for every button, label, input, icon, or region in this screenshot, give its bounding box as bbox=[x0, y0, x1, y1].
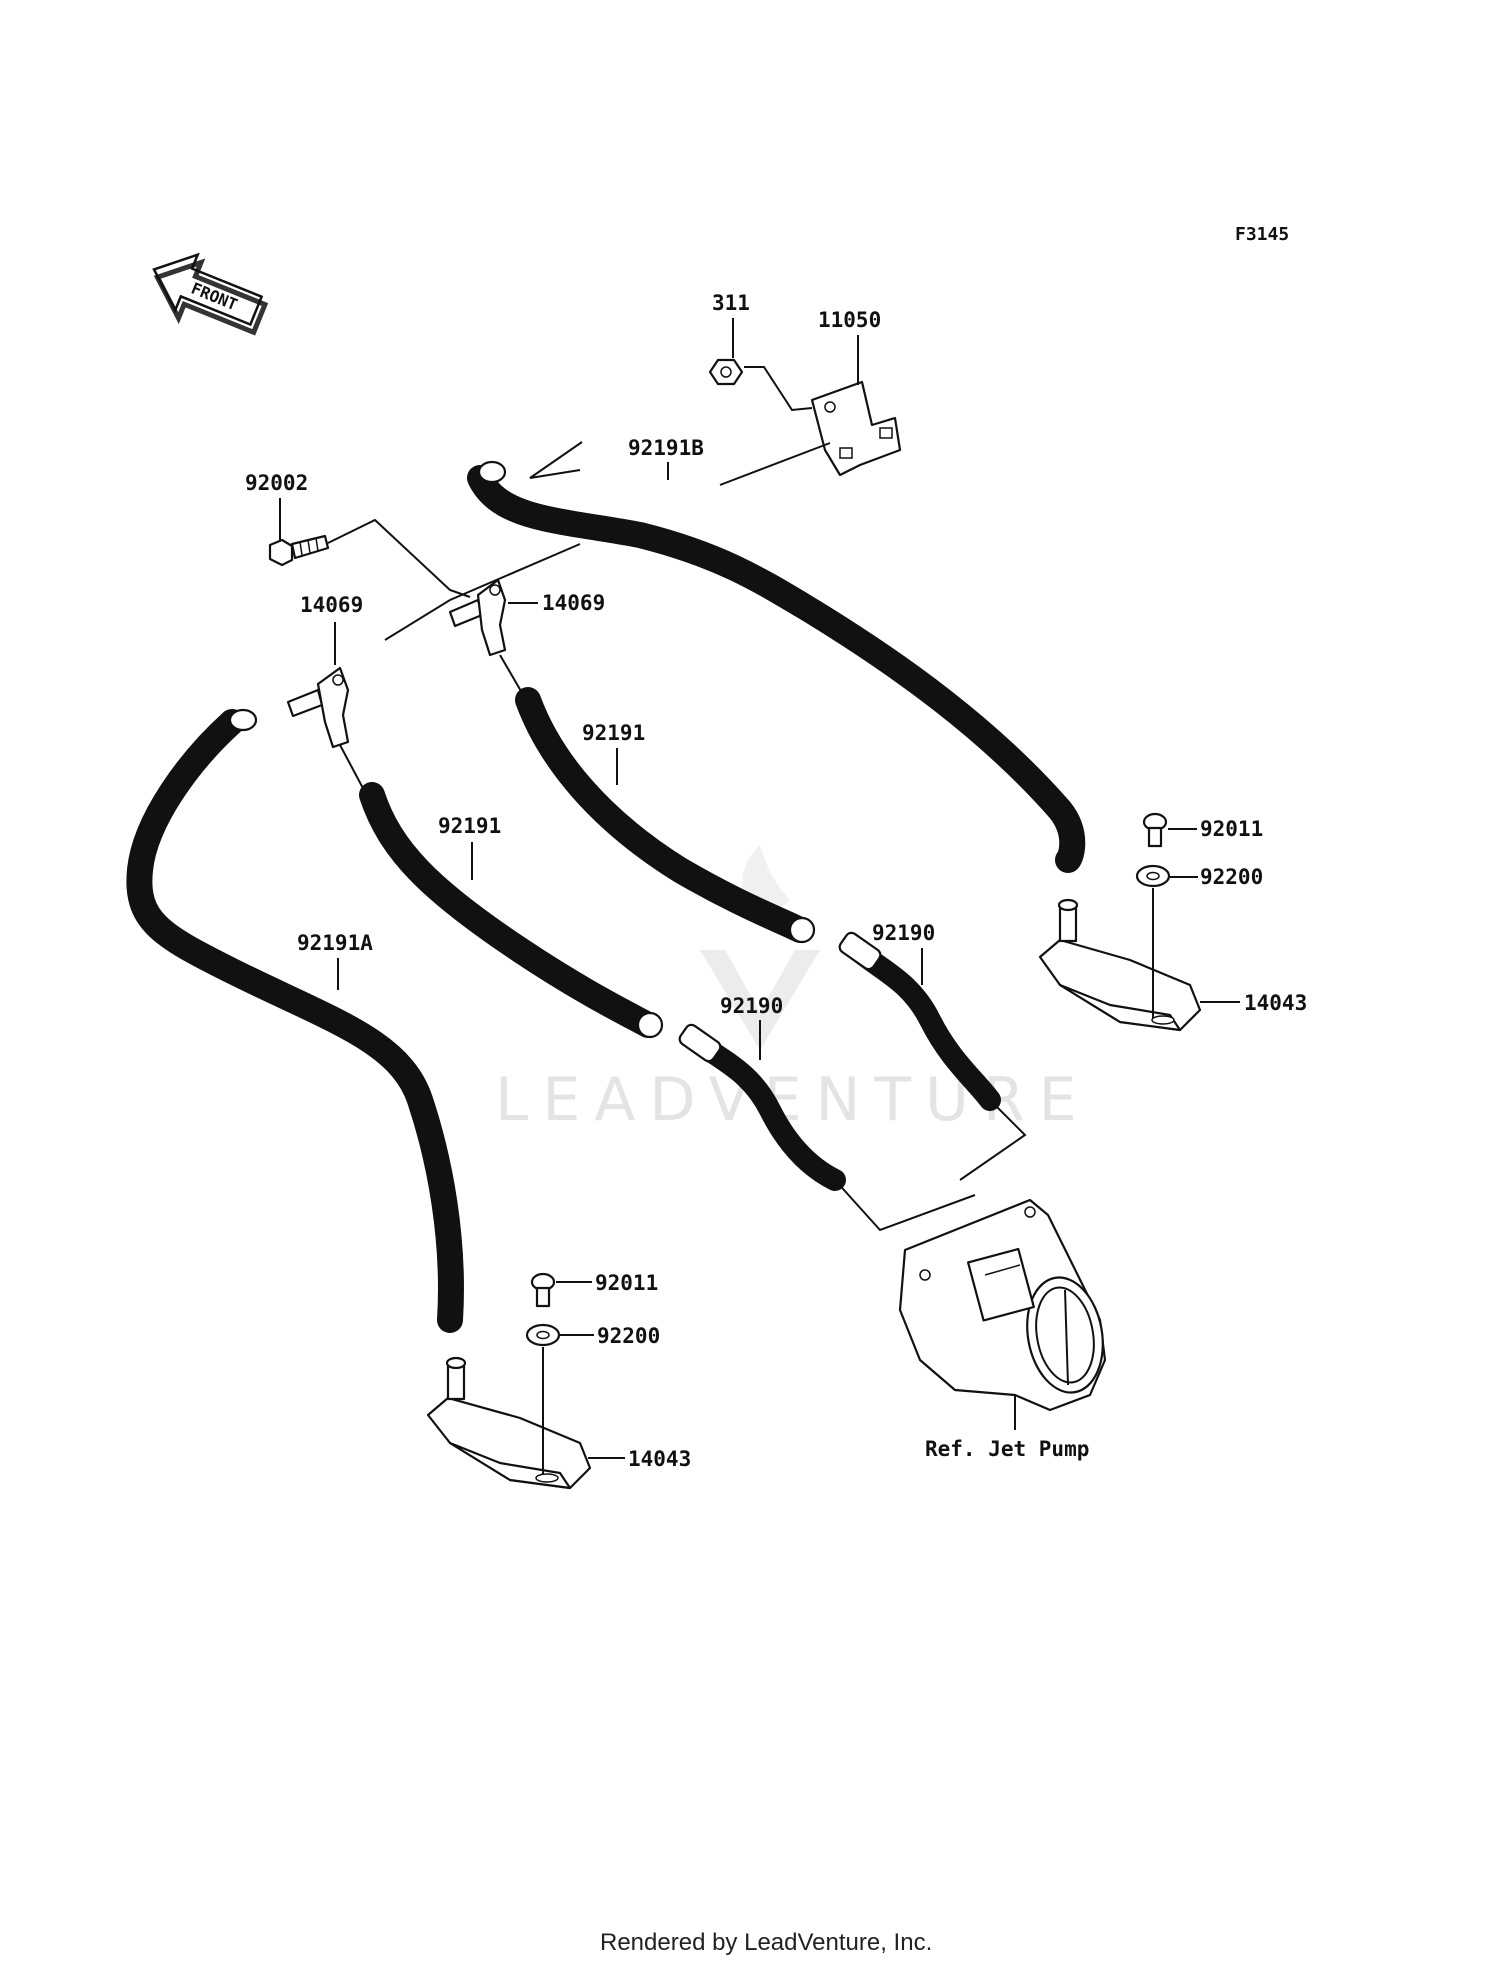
label-92191-upper: 92191 bbox=[582, 721, 645, 745]
fitting-14069-right-icon bbox=[448, 578, 507, 657]
label-92191-lower: 92191 bbox=[438, 814, 501, 838]
label-14069-right: 14069 bbox=[542, 591, 605, 615]
label-14069-left: 14069 bbox=[300, 593, 363, 617]
label-92002: 92002 bbox=[245, 471, 308, 495]
label-92200-left: 92200 bbox=[597, 1324, 660, 1348]
tube-92190-left bbox=[678, 1023, 846, 1191]
bolt-92011-right-icon bbox=[1142, 812, 1168, 848]
washer-92200-left-icon bbox=[525, 1323, 561, 1347]
label-11050: 11050 bbox=[818, 308, 881, 332]
watermark-text: LEADVENTURE bbox=[495, 1065, 1091, 1135]
hose-92191-lower bbox=[359, 782, 664, 1039]
label-14043-left: 14043 bbox=[628, 1447, 691, 1471]
bolt-92002-icon bbox=[268, 534, 330, 567]
label-92191b: 92191B bbox=[628, 436, 704, 460]
label-14043-right: 14043 bbox=[1244, 991, 1307, 1015]
label-311: 311 bbox=[712, 291, 750, 315]
figure-code: F3145 bbox=[1235, 224, 1289, 245]
label-92191a: 92191A bbox=[297, 931, 373, 955]
filter-14043-left-icon bbox=[426, 1356, 592, 1490]
bracket-11050-icon bbox=[810, 380, 902, 477]
label-92011-right: 92011 bbox=[1200, 817, 1263, 841]
tube-92190-right bbox=[838, 931, 1001, 1111]
nut-311-icon bbox=[708, 358, 744, 386]
hose-92191-upper bbox=[515, 687, 816, 944]
leader-lines bbox=[279, 318, 1240, 1475]
filter-14043-right-icon bbox=[1038, 898, 1202, 1032]
fitting-14069-left-icon bbox=[286, 666, 350, 749]
footer-credit: Rendered by LeadVenture, Inc. bbox=[600, 1929, 932, 1956]
label-92190-left: 92190 bbox=[720, 994, 783, 1018]
front-arrow-icon: FRONT bbox=[152, 252, 269, 336]
hose-92191b bbox=[467, 460, 1086, 873]
hose-92191a bbox=[126, 708, 464, 1333]
washer-92200-right-icon bbox=[1135, 864, 1171, 888]
label-92011-left: 92011 bbox=[595, 1271, 658, 1295]
jet-pump-icon bbox=[898, 1198, 1107, 1412]
label-92200-right: 92200 bbox=[1200, 865, 1263, 889]
bolt-92011-left-icon bbox=[530, 1272, 556, 1308]
label-92190-right: 92190 bbox=[872, 921, 935, 945]
label-jet-pump: Ref. Jet Pump bbox=[925, 1437, 1089, 1461]
